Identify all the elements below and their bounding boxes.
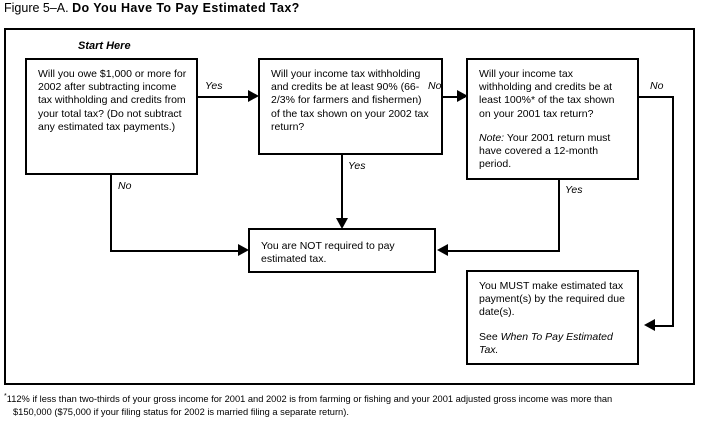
page-title: Do You Have To Pay Estimated Tax?	[72, 1, 300, 15]
connector-q1-to-q2	[198, 96, 252, 98]
outcome-must-pay-text: You MUST make estimated tax payment(s) b…	[479, 280, 625, 319]
edge-label-no-q1: No	[118, 180, 132, 192]
arrowhead-q2-to-q3	[457, 90, 468, 102]
arrowhead-q1-no-to-not-required	[238, 244, 249, 256]
arrowhead-q2-yes-to-not-required	[336, 218, 348, 229]
arrowhead-q1-to-q2	[248, 90, 259, 102]
connector-q3-no-horizontal-top	[639, 96, 674, 98]
footnote-marker: *	[4, 393, 7, 400]
edge-label-no-q2: No	[428, 80, 442, 92]
connector-q1-no-vertical	[110, 175, 112, 252]
question-box-90-percent: Will your income tax withholding and cre…	[258, 58, 443, 155]
flowchart-frame	[4, 28, 695, 385]
edge-label-no-q3: No	[650, 80, 664, 92]
outcome-not-required-text: You are NOT required to pay estimated ta…	[261, 240, 395, 266]
edge-label-yes-q2: Yes	[348, 160, 366, 172]
question-100-percent-text: Will your income tax withholding and cre…	[479, 68, 615, 120]
figure-caption: Figure 5–A. Do You Have To Pay Estimated…	[4, 1, 300, 15]
footnote-line-1-text: 112% if less than two-thirds of your gro…	[6, 394, 613, 405]
connector-q1-no-horizontal	[110, 250, 242, 252]
question-box-100-percent: Will your income tax withholding and cre…	[466, 58, 639, 180]
footnote-line-2: $150,000 ($75,000 if your filing status …	[13, 406, 349, 417]
outcome-box-not-required: You are NOT required to pay estimated ta…	[248, 228, 436, 273]
figure-number: Figure 5–A.	[4, 1, 69, 15]
note-label: Note:	[479, 131, 505, 144]
connector-q3-no-vertical	[672, 96, 674, 327]
start-here-label: Start Here	[78, 40, 131, 52]
connector-q3-yes-horizontal	[448, 250, 560, 252]
question-100-percent-note: Note: Your 2001 return must have covered…	[479, 132, 628, 172]
outcome-must-pay-reference: See When To Pay Estimated Tax.	[479, 331, 628, 357]
arrowhead-q3-yes-to-not-required	[437, 244, 448, 256]
arrowhead-q3-no-to-must-pay	[644, 319, 655, 331]
see-reference: When To Pay Estimated Tax.	[479, 330, 613, 356]
connector-q2-yes-vertical	[341, 155, 343, 223]
question-90-percent-text: Will your income tax withholding and cre…	[271, 68, 429, 133]
note-text: Your 2001 return must have covered a 12-…	[479, 131, 611, 171]
edge-label-yes-q1: Yes	[205, 80, 223, 92]
question-owe-1000-text: Will you owe $1,000 or more for 2002 aft…	[38, 68, 187, 133]
question-box-owe-1000: Will you owe $1,000 or more for 2002 aft…	[25, 58, 198, 175]
footnote-line-1: *112% if less than two-thirds of your gr…	[4, 391, 716, 406]
connector-q2-to-q3	[443, 96, 465, 98]
footnote: *112% if less than two-thirds of your gr…	[4, 391, 716, 418]
connector-q3-yes-vertical	[558, 180, 560, 252]
edge-label-yes-q3: Yes	[565, 184, 583, 196]
connector-q3-no-horizontal-bottom	[655, 325, 674, 327]
outcome-box-must-pay: You MUST make estimated tax payment(s) b…	[466, 270, 639, 365]
see-prefix: See	[479, 330, 501, 343]
